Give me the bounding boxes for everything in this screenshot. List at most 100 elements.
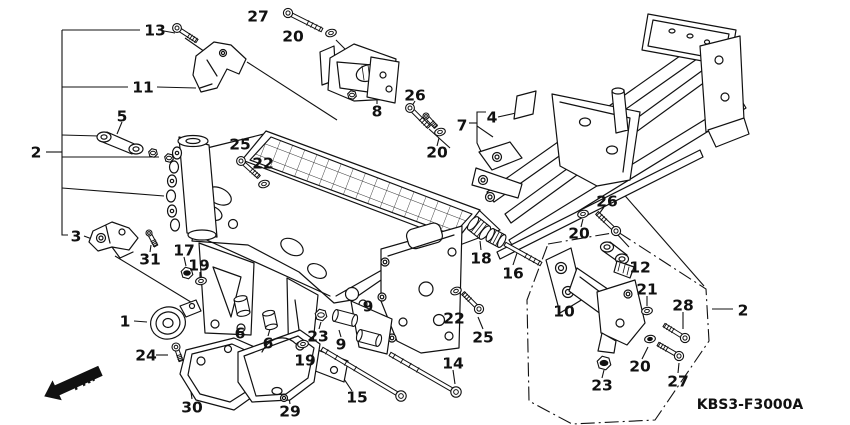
bolt-14	[388, 351, 462, 398]
bolt-thread	[662, 344, 667, 351]
bolt-thread	[176, 355, 183, 359]
part-label-22: 22	[252, 155, 274, 173]
part-label-15: 15	[346, 389, 368, 407]
washer-21	[641, 306, 653, 316]
part-label-3: 3	[71, 228, 82, 246]
part-label-26: 26	[404, 87, 426, 105]
hanger-part-3	[88, 221, 139, 252]
cylinder-end	[265, 323, 278, 331]
part-label-20: 20	[629, 358, 651, 376]
bolt-thread	[528, 255, 532, 261]
leader-line	[428, 128, 451, 149]
leader-line	[677, 362, 680, 374]
bolt-thread	[151, 240, 157, 244]
nut-hole	[349, 92, 355, 98]
leader-line	[512, 252, 518, 266]
cylinder-end	[262, 309, 275, 317]
bolt-thread	[598, 213, 603, 219]
leader-line	[335, 39, 347, 51]
leader-line	[497, 112, 517, 118]
cylinder-end	[351, 314, 359, 327]
bolt-thread	[191, 36, 196, 42]
part-label-21: 21	[636, 281, 658, 299]
leader-line	[616, 233, 630, 248]
leader-line	[61, 30, 68, 236]
bolt-thread	[461, 291, 467, 297]
bolt-13	[172, 23, 199, 44]
joint-9b	[355, 328, 383, 348]
bolt-thread	[176, 353, 182, 357]
part-label-20: 20	[568, 225, 590, 243]
washer-hole	[328, 30, 334, 36]
cylinder-end	[236, 309, 251, 317]
bolt-27-right	[656, 341, 685, 362]
part-label-17: 17	[173, 242, 195, 260]
bolt-shaft	[503, 241, 543, 267]
leader-line	[338, 329, 342, 338]
bolt-thread	[668, 326, 673, 332]
bolt-thread	[532, 257, 537, 264]
bolt-thread	[430, 121, 436, 126]
front-direction-arrow-icon	[44, 365, 103, 401]
bolt-thread	[400, 358, 404, 364]
bolt-thread	[660, 343, 664, 349]
nut-hole	[150, 150, 156, 156]
leader-line	[156, 86, 197, 89]
leader-line	[133, 320, 148, 323]
leader-line	[601, 369, 605, 379]
washer-hole	[644, 308, 650, 314]
bolt-thread	[429, 120, 435, 125]
leader-line	[641, 346, 649, 360]
part-label-9: 9	[363, 298, 374, 316]
knurl-line	[473, 221, 485, 235]
bolt-24	[171, 342, 184, 363]
bolt-thread	[418, 116, 424, 122]
knurl-line	[492, 231, 500, 245]
leader-line	[479, 240, 482, 251]
nut-23-left	[314, 308, 328, 322]
bolt-head	[147, 231, 151, 235]
bolt-head	[682, 335, 688, 341]
part-label-23: 23	[307, 328, 329, 346]
bolt-thread	[657, 342, 662, 348]
part-label-20: 20	[426, 144, 448, 162]
bolt-thread	[186, 32, 191, 39]
bolt-thread	[324, 349, 329, 355]
bolt-25-right	[460, 290, 485, 315]
bolt-25-top	[236, 156, 261, 180]
bolt-thread	[318, 26, 322, 32]
bolt-thread	[253, 171, 258, 177]
bolt-thread	[152, 243, 159, 247]
bolt-20-stub	[422, 112, 439, 129]
bolt-head	[238, 158, 244, 164]
knurl-line	[476, 223, 488, 237]
part-label-30: 30	[181, 399, 203, 417]
diagram-code: KBS3-F3000A	[697, 397, 804, 413]
bolt-thread	[467, 297, 473, 303]
part-label-10: 10	[553, 303, 575, 321]
bolt-thread	[665, 346, 669, 352]
part-label-20: 20	[282, 28, 304, 46]
joint-9a	[331, 308, 359, 328]
plate-part-4	[513, 90, 537, 120]
bolt-thread	[306, 20, 310, 26]
part-label-22: 22	[443, 310, 465, 328]
bolt-head	[613, 228, 619, 234]
leader-line	[183, 256, 187, 267]
bolt-thread	[343, 360, 348, 366]
part-label-6: 6	[263, 335, 274, 353]
leader-line	[580, 218, 584, 228]
bolt-thread	[465, 295, 471, 301]
bolt-head	[453, 389, 459, 395]
part-label-16: 16	[502, 265, 524, 283]
washer-22-top	[258, 179, 270, 189]
bolt-head	[174, 25, 180, 31]
cylinder-end	[233, 295, 248, 303]
part-label-23: 23	[591, 377, 613, 395]
bolt-26-top	[405, 103, 432, 130]
nut-hole	[599, 359, 609, 367]
bolt-thread	[353, 366, 357, 372]
part-label-27: 27	[247, 8, 269, 26]
